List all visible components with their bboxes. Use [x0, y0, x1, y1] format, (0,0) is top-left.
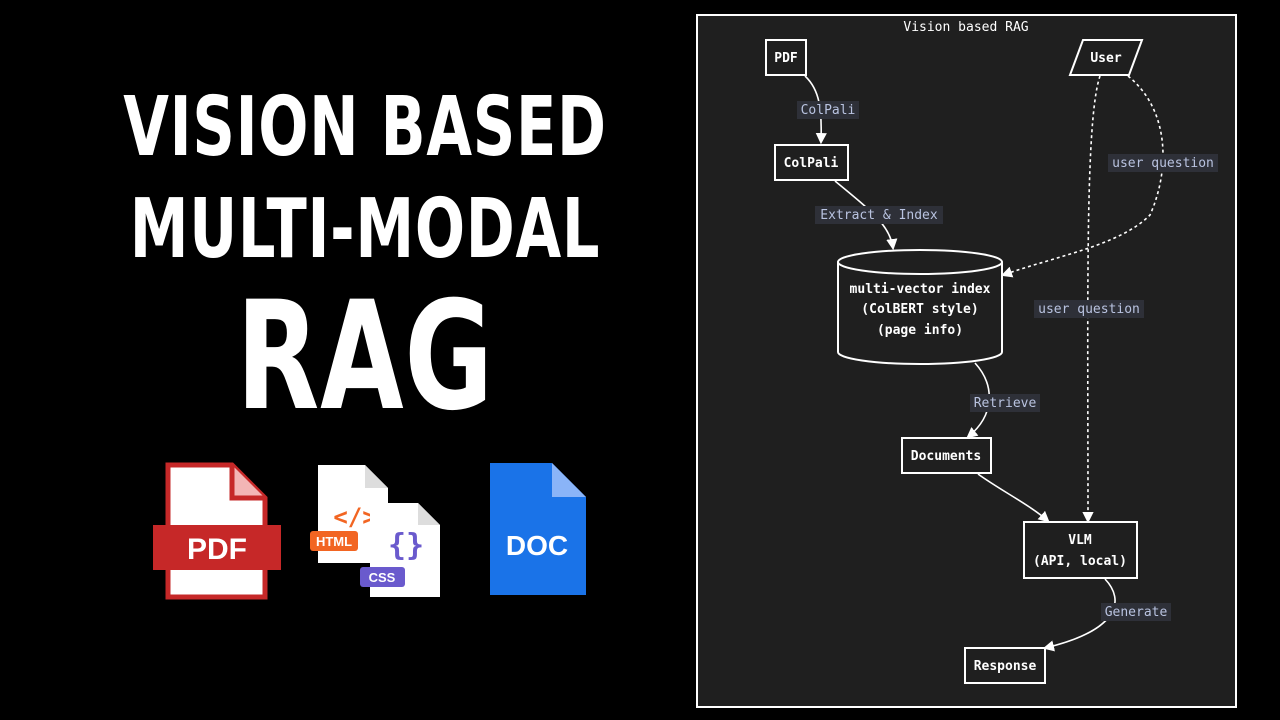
svg-text:(page info): (page info) [877, 323, 963, 338]
edge-label-retrieve: Retrieve [974, 396, 1037, 411]
svg-text:PDF: PDF [774, 51, 798, 66]
braces-icon: {} [388, 528, 424, 563]
doc-file-icon: DOC [490, 463, 586, 595]
svg-text:Response: Response [974, 659, 1037, 674]
node-colpali: ColPali [774, 144, 849, 181]
pdf-file-icon: PDF [153, 462, 281, 600]
svg-text:VLM: VLM [1068, 533, 1092, 548]
svg-text:ColPali: ColPali [784, 156, 839, 171]
edge-label-extract-index: Extract & Index [820, 208, 938, 223]
node-vlm: VLM (API, local) [1023, 521, 1138, 579]
pdf-icon-label: PDF [187, 533, 247, 566]
css-file-icon: {} CSS [360, 503, 440, 597]
svg-text:(API, local): (API, local) [1033, 554, 1127, 569]
edge-label-user-question-1: user question [1112, 156, 1214, 171]
headline-line-2: MULTI-MODAL [129, 182, 601, 277]
diagram-title: Vision based RAG [903, 20, 1028, 35]
code-icon: </> [333, 503, 376, 531]
node-multi-vector-index: multi-vector index (ColBERT style) (page… [837, 249, 1003, 365]
edge-documents-vlm [977, 473, 1050, 523]
node-pdf: PDF [765, 39, 807, 76]
file-icons: PDF </> HTML {} CSS DOC [153, 462, 586, 600]
headline-line-3: RAG [236, 270, 494, 444]
svg-text:Documents: Documents [911, 449, 981, 464]
html-icon-label: HTML [316, 534, 352, 549]
edge-label-user-question-2: user question [1038, 302, 1140, 317]
headline-line-1: VISION BASED [123, 80, 607, 175]
node-user: User [1068, 39, 1144, 76]
svg-text:multi-vector index: multi-vector index [850, 282, 991, 297]
node-response: Response [964, 647, 1046, 684]
node-documents: Documents [901, 437, 992, 474]
css-icon-label: CSS [369, 570, 396, 585]
edge-user-index [1000, 75, 1164, 278]
doc-icon-label: DOC [506, 530, 568, 561]
edge-label-colpali: ColPali [801, 103, 856, 118]
edge-user-vlm [1082, 75, 1101, 524]
edge-label-generate: Generate [1105, 605, 1168, 620]
rag-flow-diagram: Vision based RAG ColPali Extract & Index… [696, 14, 1237, 708]
svg-text:(ColBERT style): (ColBERT style) [861, 302, 978, 317]
svg-text:User: User [1090, 51, 1121, 66]
